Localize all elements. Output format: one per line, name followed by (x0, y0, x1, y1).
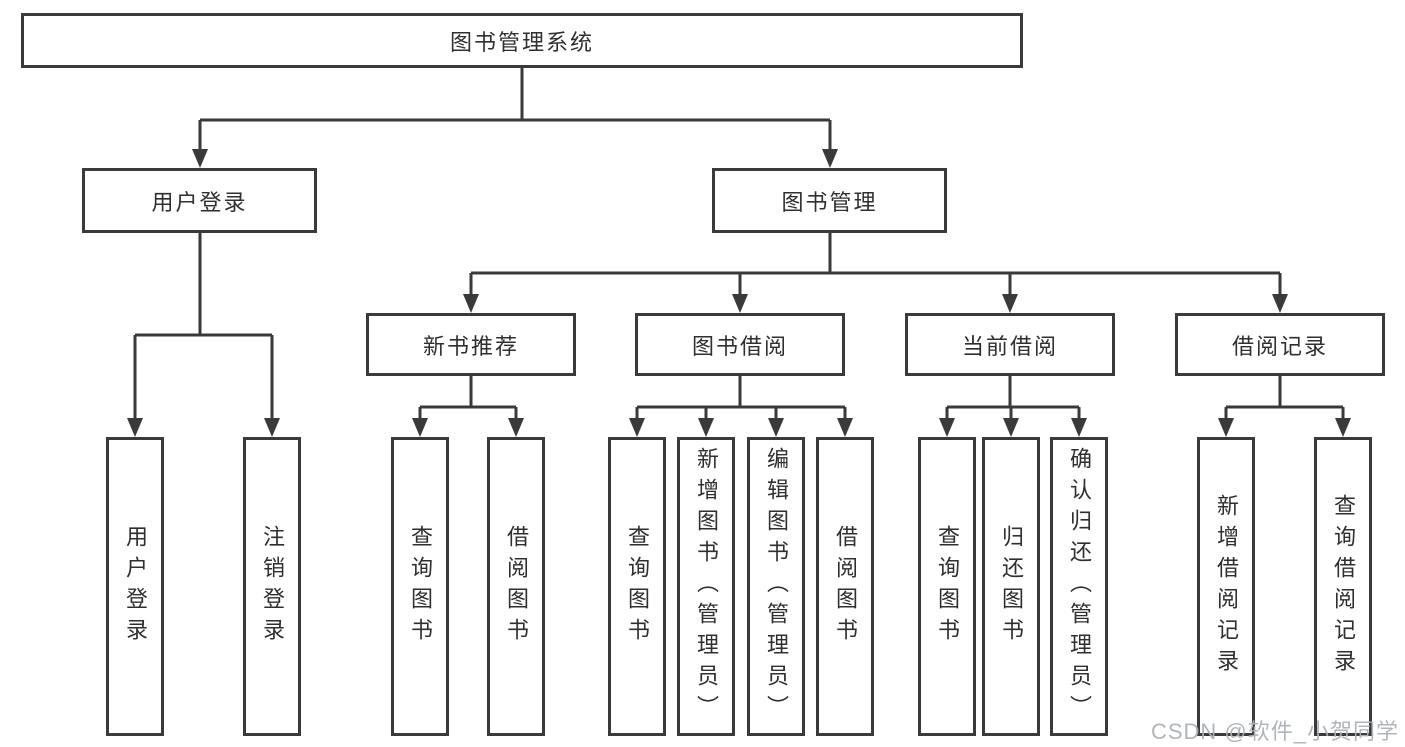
leaf-query-books-current-label: 查询图书 (935, 524, 960, 649)
leaf-query-books-current: 查询图书 (918, 437, 976, 736)
node-current-borrowing: 当前借阅 (905, 313, 1115, 376)
leaf-query-books-borrowing-label: 查询图书 (625, 524, 650, 649)
leaf-edit-books-admin-label: 编辑图书（管理员） (764, 447, 789, 726)
leaf-logout-login-label: 注销登录 (260, 524, 285, 649)
leaf-query-borrow-record-label: 查询借阅记录 (1331, 493, 1356, 680)
leaf-query-books-borrowing: 查询图书 (608, 437, 666, 736)
leaf-user-login: 用户登录 (106, 437, 164, 736)
node-borrowing-records: 借阅记录 (1175, 313, 1385, 376)
leaf-query-books-recommend-label: 查询图书 (408, 524, 433, 649)
leaf-add-books-admin: 新增图书（管理员） (677, 437, 735, 736)
node-user-login: 用户登录 (82, 168, 317, 233)
leaf-add-borrow-record: 新增借阅记录 (1197, 437, 1255, 736)
leaf-confirm-return-admin: 确认归还（管理员） (1050, 437, 1108, 736)
node-new-book-recommendation: 新书推荐 (366, 313, 576, 376)
leaf-borrow-books: 借阅图书 (816, 437, 874, 736)
leaf-borrow-books-label: 借阅图书 (833, 524, 858, 649)
node-book-management: 图书管理 (712, 168, 947, 233)
leaf-query-books-recommend: 查询图书 (391, 437, 449, 736)
node-library-management-system: 图书管理系统 (21, 13, 1023, 68)
leaf-return-books-label: 归还图书 (999, 524, 1024, 649)
leaf-add-books-admin-label: 新增图书（管理员） (694, 447, 719, 726)
leaf-query-borrow-record: 查询借阅记录 (1314, 437, 1372, 736)
leaf-add-borrow-record-label: 新增借阅记录 (1214, 493, 1239, 680)
leaf-borrow-books-recommend: 借阅图书 (487, 437, 545, 736)
leaf-return-books: 归还图书 (982, 437, 1040, 736)
leaf-borrow-books-recommend-label: 借阅图书 (504, 524, 529, 649)
leaf-logout-login: 注销登录 (243, 437, 301, 736)
tree-connector-lines (133, 68, 1345, 420)
leaf-edit-books-admin: 编辑图书（管理员） (747, 437, 805, 736)
leaf-confirm-return-admin-label: 确认归还（管理员） (1067, 447, 1092, 726)
csdn-watermark: CSDN @软件_小贺同学 (1150, 719, 1399, 744)
leaf-user-login-label: 用户登录 (123, 524, 148, 649)
node-book-borrowing: 图书借阅 (635, 313, 845, 376)
